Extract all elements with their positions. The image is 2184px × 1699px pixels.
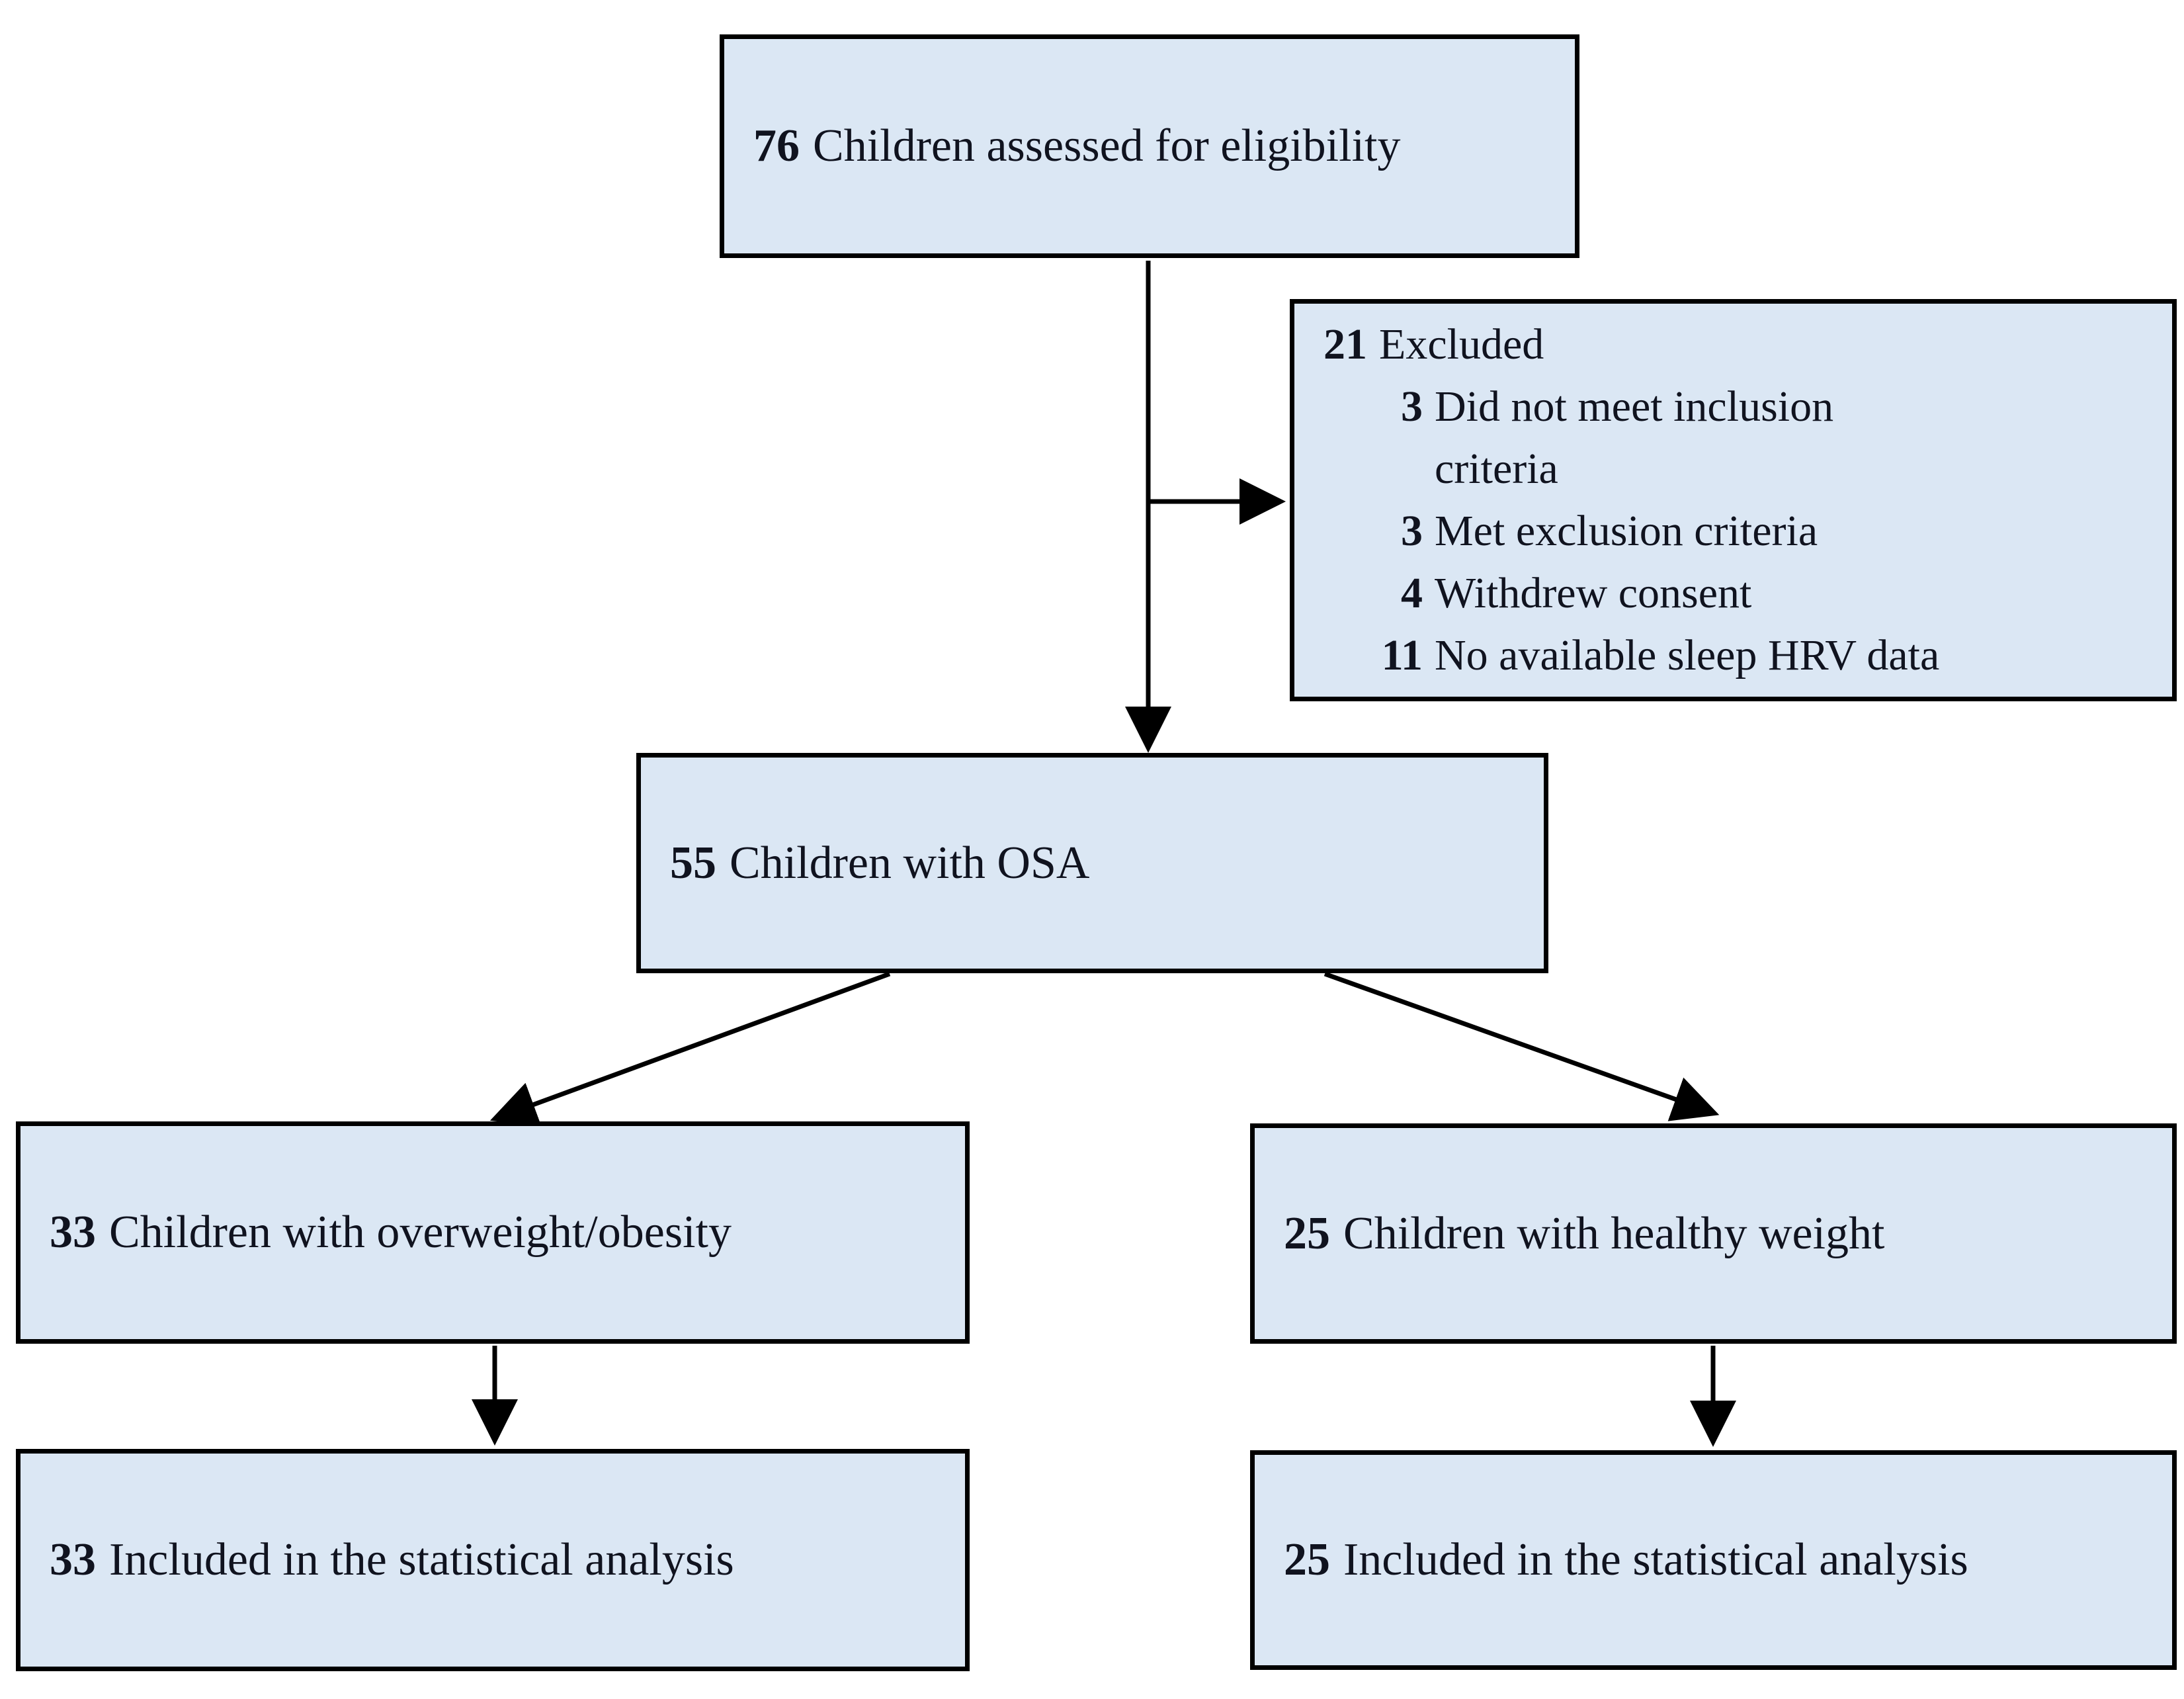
excluded-reason: 3 Did not meet inclusion criteria [1323, 376, 2159, 500]
healthy-label: Children with healthy weight [1343, 1207, 1885, 1259]
excluded-reason: 4 Withdrew consent [1323, 562, 2159, 625]
overweight-count: 33 [50, 1207, 96, 1258]
box-overweight-included: 33 Included in the statistical analysis [16, 1449, 970, 1671]
arrow-osa-to-overweight [489, 971, 891, 1127]
excluded-label: Excluded [1379, 320, 1544, 369]
overweight-label: Children with overweight/obesity [109, 1207, 732, 1258]
box-osa: 55 Children with OSA [636, 753, 1548, 973]
excluded-reason-count: 3 [1401, 507, 1423, 555]
excluded-count: 21 [1323, 320, 1367, 369]
excluded-reason-text: Met exclusion criteria [1435, 507, 1818, 555]
box-overweight: 33 Children with overweight/obesity [16, 1121, 970, 1344]
healthy-count: 25 [1284, 1207, 1330, 1259]
excluded-reason-text: No available sleep HRV data [1435, 631, 1940, 679]
overweight-included-label: Included in the statistical analysis [109, 1534, 734, 1586]
box-healthy: 25 Children with healthy weight [1250, 1123, 2177, 1344]
healthy-included-label: Included in the statistical analysis [1343, 1534, 1968, 1586]
excluded-reason: 11 No available sleep HRV data [1323, 625, 2159, 687]
osa-label: Children with OSA [730, 837, 1090, 889]
arrow-osa-to-healthy [1323, 971, 1720, 1121]
excluded-reason-count: 4 [1401, 569, 1423, 617]
healthy-included-count: 25 [1284, 1534, 1330, 1586]
excluded-reason: 3 Met exclusion criteria [1323, 500, 2159, 562]
excluded-reason-count: 11 [1381, 631, 1423, 679]
overweight-included-count: 33 [50, 1534, 96, 1586]
box-healthy-included: 25 Included in the statistical analysis [1250, 1450, 2177, 1670]
excluded-reason-text: Withdrew consent [1435, 569, 1752, 617]
eligibility-label: Children assessed for eligibility [813, 120, 1401, 172]
excluded-reason-text: Did not meet inclusion criteria [1435, 382, 1834, 493]
box-eligibility: 76 Children assessed for eligibility [720, 34, 1579, 258]
excluded-reason-count: 3 [1401, 382, 1423, 431]
osa-count: 55 [670, 837, 716, 889]
excluded-heading: 21 Excluded [1323, 314, 2159, 376]
box-excluded: 21 Excluded 3 Did not meet inclusion cri… [1290, 299, 2177, 701]
eligibility-count: 76 [753, 120, 800, 172]
